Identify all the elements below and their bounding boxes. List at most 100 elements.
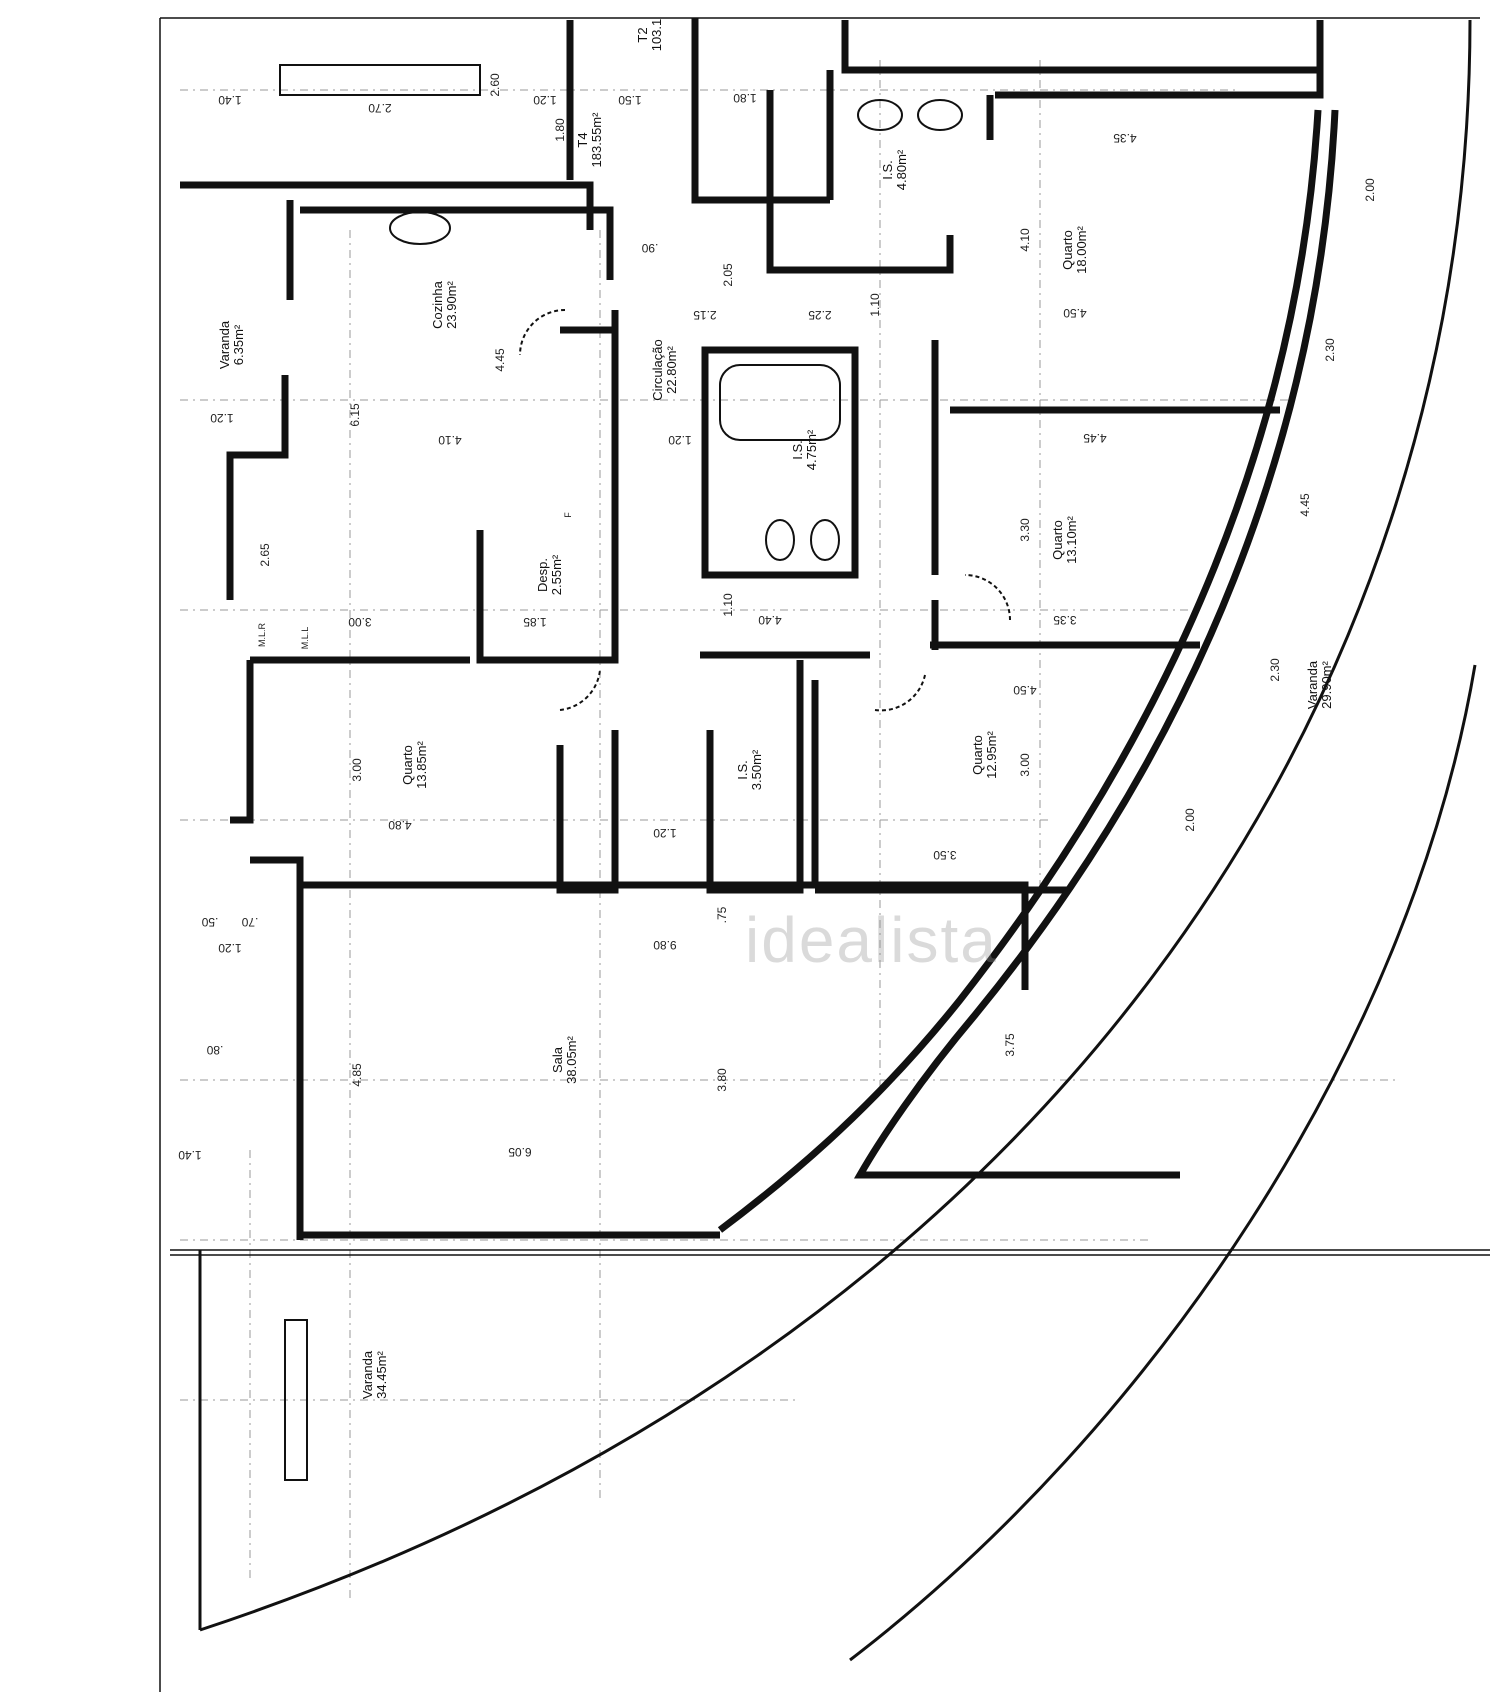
- room-name: Quarto: [1050, 520, 1065, 560]
- dimension-label: 3.35: [1053, 613, 1077, 627]
- dimension-label: 4.50: [1013, 683, 1037, 697]
- room-name: Desp.: [535, 558, 550, 592]
- walls: [180, 18, 1324, 1240]
- unit-name: T4: [575, 132, 590, 148]
- dimension-label: 1.20: [218, 941, 242, 955]
- room-area: 29.90m²: [1319, 661, 1334, 709]
- room-is-480: I.S.4.80m²: [880, 149, 909, 191]
- dimension-label: 2.05: [721, 263, 735, 287]
- dimension-label: 4.45: [1083, 431, 1107, 445]
- dimension-label: 3.80: [715, 1068, 729, 1092]
- room-name: Sala: [550, 1046, 565, 1074]
- room-area: 34.45m²: [374, 1351, 389, 1399]
- dimension-label: 4.45: [493, 348, 507, 372]
- room-is-350: I.S.3.50m²: [735, 749, 764, 791]
- dimension-label: 3.00: [350, 758, 364, 782]
- dimension-label: .70: [241, 915, 259, 929]
- room-area: 3.50m²: [749, 749, 764, 791]
- room-area: 18.00m²: [1074, 226, 1089, 274]
- unit-area: 103.1: [649, 18, 664, 52]
- room-name: I.S.: [880, 160, 895, 180]
- room-name: Quarto: [400, 745, 415, 785]
- room-name: Cozinha: [430, 281, 445, 329]
- room-despensa: Desp.2.55m²: [535, 554, 564, 596]
- dimension-label: 1.20: [210, 411, 234, 425]
- room-name: I.S.: [790, 440, 805, 460]
- room-name: Varanda: [217, 320, 232, 370]
- dimension-label: 3.00: [1018, 753, 1032, 777]
- dimension-label: 4.45: [1298, 493, 1312, 517]
- room-name: Varanda: [360, 1350, 375, 1400]
- fixtures: [279, 64, 1011, 1481]
- dimension-label: 2.25: [808, 308, 832, 322]
- dimension-label: 2.30: [1323, 338, 1337, 362]
- room-name: Circulação: [650, 339, 665, 401]
- curved-wall: [717, 109, 1339, 1233]
- dimension-label: 4.10: [1018, 228, 1032, 252]
- room-name: I.S.: [735, 760, 750, 780]
- dimension-label: .75: [715, 906, 729, 924]
- dimension-label: 1.85: [523, 615, 547, 629]
- room-name: Varanda: [1305, 660, 1320, 710]
- dimension-label: 3.50: [933, 848, 957, 862]
- symbol-mlr: M.L.R: [257, 622, 267, 648]
- dimension-label: 2.00: [1363, 178, 1377, 202]
- dimension-label: 6.05: [508, 1145, 532, 1159]
- dimension-label: 1.20: [668, 433, 692, 447]
- room-area: 23.90m²: [444, 281, 459, 329]
- dimension-label: 2.65: [258, 543, 272, 567]
- dimension-label: 6.15: [348, 403, 362, 427]
- dimension-label: 9.80: [653, 938, 677, 952]
- dimension-label: 4.85: [350, 1063, 364, 1087]
- dimension-label: 2.30: [1268, 658, 1282, 682]
- dimension-label: 1.10: [868, 293, 882, 317]
- grid-lines: [180, 60, 1400, 1600]
- symbol-f: F: [563, 512, 573, 518]
- dimension-label: 1.50: [618, 93, 642, 107]
- room-area: 4.80m²: [894, 149, 909, 191]
- dimension-label: 1.20: [533, 93, 557, 107]
- dimension-label: 2.15: [693, 308, 717, 322]
- dimension-label: 2.60: [488, 73, 502, 97]
- room-area: 4.75m²: [804, 429, 819, 471]
- room-name: Quarto: [1060, 230, 1075, 270]
- room-area: 13.10m²: [1064, 516, 1079, 564]
- symbol-mll: M.L.L: [300, 626, 310, 650]
- dimension-label: 1.80: [733, 91, 757, 105]
- dimension-label: .90: [641, 241, 659, 255]
- dimension-label: 2.70: [368, 101, 392, 115]
- room-area: 38.05m²: [564, 1036, 579, 1084]
- dimension-label: 3.75: [1003, 1033, 1017, 1057]
- dimension-label: 4.35: [1113, 131, 1137, 145]
- room-area: 2.55m²: [549, 554, 564, 596]
- dimension-label: 3.00: [348, 615, 372, 629]
- dimension-label: .50: [201, 915, 219, 929]
- dimension-label: 4.80: [388, 818, 412, 832]
- outline: [159, 17, 1490, 1692]
- unit-name: T2: [635, 27, 650, 43]
- room-is-475: I.S.4.75m²: [790, 429, 819, 471]
- room-area: 6.35m²: [231, 324, 246, 366]
- dimension-label: 3.30: [1018, 518, 1032, 542]
- dimension-label: 2.00: [1183, 808, 1197, 832]
- room-area: 13.85m²: [414, 741, 429, 789]
- dimension-label: 4.40: [758, 613, 782, 627]
- dimension-label: 1.40: [178, 1148, 202, 1162]
- dimension-label: 1.20: [653, 826, 677, 840]
- dimension-label: 1.80: [553, 118, 567, 142]
- unit-area: 183.55m²: [589, 112, 604, 168]
- dimension-label: 4.50: [1063, 306, 1087, 320]
